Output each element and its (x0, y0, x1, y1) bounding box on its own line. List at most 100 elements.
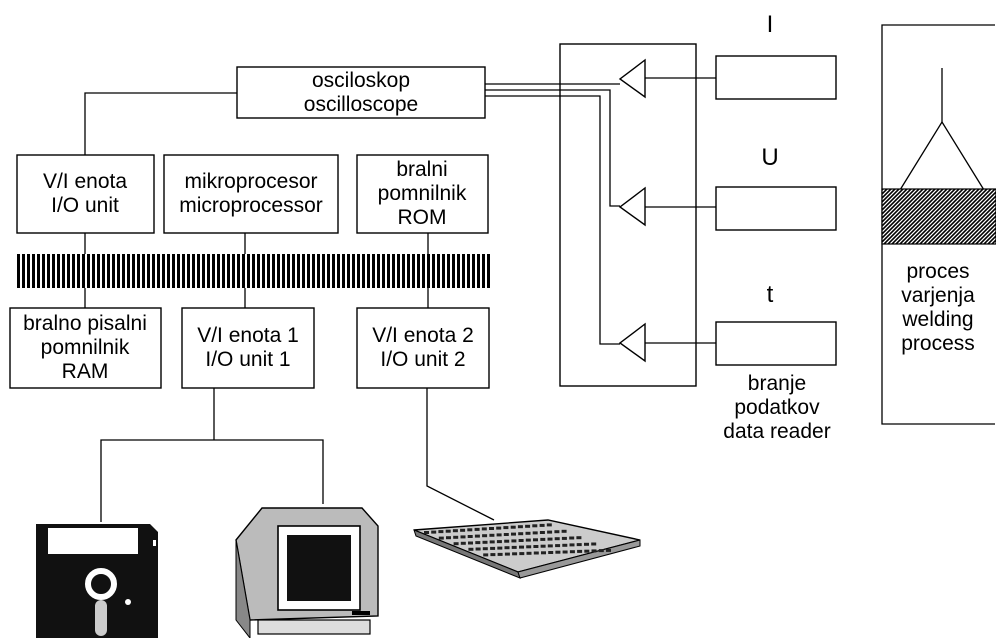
bus-stripe (257, 254, 260, 288)
keyboard-key (474, 527, 480, 531)
bus-stripe (472, 254, 475, 288)
bus-stripe (242, 254, 245, 288)
microprocessor-label-sl: mikroprocesor (184, 170, 317, 193)
welding-label-line3: welding (901, 308, 973, 331)
bus-stripe (197, 254, 200, 288)
keyboard-key (453, 535, 459, 539)
bus-stripe (277, 254, 280, 288)
keyboard-key (576, 536, 582, 540)
bus-stripe (452, 254, 455, 288)
bus-stripe (187, 254, 190, 288)
bus-stripe (282, 254, 285, 288)
bus-stripe (192, 254, 195, 288)
ram-label-line1: bralno pisalni (23, 312, 147, 335)
keyboard-key (547, 544, 553, 548)
bus-stripe (77, 254, 80, 288)
bus-stripe (27, 254, 30, 288)
keyboard-key (438, 536, 444, 540)
rom-label-line1: bralni (396, 158, 447, 181)
bus-stripe (52, 254, 55, 288)
keyboard-key (547, 530, 553, 534)
bus-stripe (272, 254, 275, 288)
io-unit-1-label-en: I/O unit 1 (205, 348, 290, 371)
keyboard-key (561, 529, 567, 533)
io-unit-2-label-sl: V/I enota 2 (372, 324, 474, 347)
bus-stripe (157, 254, 160, 288)
bus-stripe (107, 254, 110, 288)
data-reader-label-line3: data reader (723, 420, 830, 443)
welding-label-line2: varjenja (901, 284, 975, 307)
welding-label-line1: proces (906, 260, 969, 283)
bus-stripe (302, 254, 305, 288)
keyboard-key (438, 530, 444, 534)
keyboard-key (518, 532, 524, 536)
rom-box (356, 154, 489, 234)
keyboard-key (525, 538, 531, 542)
bus-stripe (182, 254, 185, 288)
keyboard-key (489, 533, 495, 537)
bus-stripe (167, 254, 170, 288)
bus-stripe (442, 254, 445, 288)
bus-stripe (252, 254, 255, 288)
microprocessor-box (163, 154, 339, 234)
keyboard-key (511, 539, 517, 543)
workpiece-hatched-block (881, 188, 996, 245)
bus-stripe (152, 254, 155, 288)
bus-stripe (172, 254, 175, 288)
sensor-voltage-box (715, 186, 837, 231)
bus-stripe (142, 254, 145, 288)
bus-stripe (137, 254, 140, 288)
bus-stripe (32, 254, 35, 288)
bus-stripe (422, 254, 425, 288)
keyboard-key (467, 528, 473, 532)
keyboard-key (598, 549, 604, 553)
keyboard-key (606, 548, 611, 552)
keyboard-key (496, 540, 502, 544)
floppy-disk-icon (36, 524, 158, 638)
bus-stripe (357, 254, 360, 288)
keyboard-key (503, 533, 509, 536)
keyboard-key (548, 551, 554, 554)
keyboard-key (481, 527, 487, 531)
bus-stripe (487, 254, 490, 288)
bus-stripe (17, 254, 20, 288)
bus-stripe (47, 254, 50, 288)
io-unit-label-sl: V/I enota (43, 170, 127, 193)
bus-stripe (352, 254, 355, 288)
sensor-time-box (715, 321, 837, 366)
bus-stripe (177, 254, 180, 288)
keyboard-key (541, 551, 546, 555)
oscilloscope-label-en: oscilloscope (304, 93, 418, 116)
bus-stripe (62, 254, 65, 288)
keyboard-key (490, 553, 496, 557)
sensor-current-box (715, 55, 837, 100)
bus-stripe (342, 254, 345, 288)
keyboard-key (475, 547, 481, 551)
bus-stripe (377, 254, 380, 288)
bus-stripe (232, 254, 235, 288)
data-reader-label-line2: podatkov (734, 396, 820, 419)
bus-stripe (112, 254, 115, 288)
bus-stripe (247, 254, 250, 288)
keyboard-key (445, 529, 451, 533)
keyboard-key (490, 546, 496, 550)
ram-label-line3: RAM (62, 360, 109, 383)
ram-box (9, 307, 162, 389)
bus-stripe (397, 254, 400, 288)
keyboard-key (532, 531, 538, 535)
computer-monitor-icon (235, 507, 379, 638)
bus-stripe (362, 254, 365, 288)
keyboard-key (519, 545, 524, 549)
bus-stripe (287, 254, 290, 288)
keyboard-key (504, 552, 510, 556)
bus-stripe (482, 254, 485, 288)
keyboard-key (452, 529, 458, 533)
keyboard-key (517, 525, 523, 529)
keyboard-key (424, 531, 429, 534)
keyboard-key (569, 536, 575, 540)
bus-stripe (412, 254, 415, 288)
io-unit-1-box (181, 307, 315, 389)
ram-label-line2: pomnilnik (41, 336, 130, 359)
keyboard-key (497, 546, 503, 550)
